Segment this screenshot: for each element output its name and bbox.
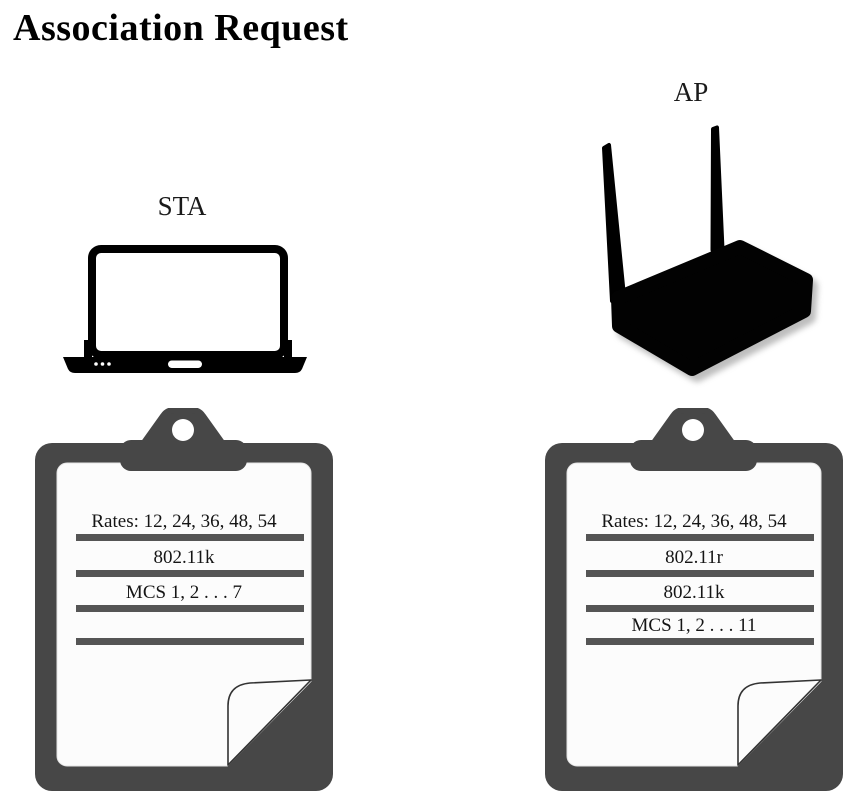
clipboard-clip [630,408,757,471]
list-item: 802.11k [663,582,725,603]
sta-clipboard: Rates: 12, 24, 36, 48, 54 802.11k MCS 1,… [35,408,333,794]
indicator-dot [107,362,111,366]
indicator-dot [100,362,105,366]
list-item: Rates: 12, 24, 36, 48, 54 [91,511,277,532]
list-item: Rates: 12, 24, 36, 48, 54 [601,511,787,532]
antenna-right-icon [710,125,725,252]
laptop-icon [63,245,307,373]
clipboard-icon [545,408,843,791]
trackpad-notch [168,360,202,368]
list-item: MCS 1, 2 . . . 7 [125,582,243,603]
page-fold-icon [227,679,313,767]
antenna-left-icon [602,143,626,303]
page-fold-icon [737,679,823,767]
ap-clipboard: Rates: 12, 24, 36, 48, 54 802.11r 802.11… [545,408,843,794]
indicator-dot [94,362,98,366]
list-item: 802.11r [665,547,723,568]
list-item [59,615,309,637]
clip-hole [172,419,194,441]
router-body [611,240,813,376]
list-item: 802.11k [153,547,215,568]
clipboard-clip [120,408,247,471]
list-item: MCS 1, 2 . . . 11 [631,615,757,636]
wireless-router-icon [602,125,818,382]
list-rule-lines [76,534,304,645]
laptop-screen [84,245,292,359]
ap-label: AP [673,77,709,107]
sta-label: STA [157,191,207,221]
clipboard-icon [35,408,333,791]
laptop-base [63,357,307,373]
page-title: Association Request [13,7,349,49]
clip-hole [682,419,704,441]
list-rule-lines [586,534,814,645]
